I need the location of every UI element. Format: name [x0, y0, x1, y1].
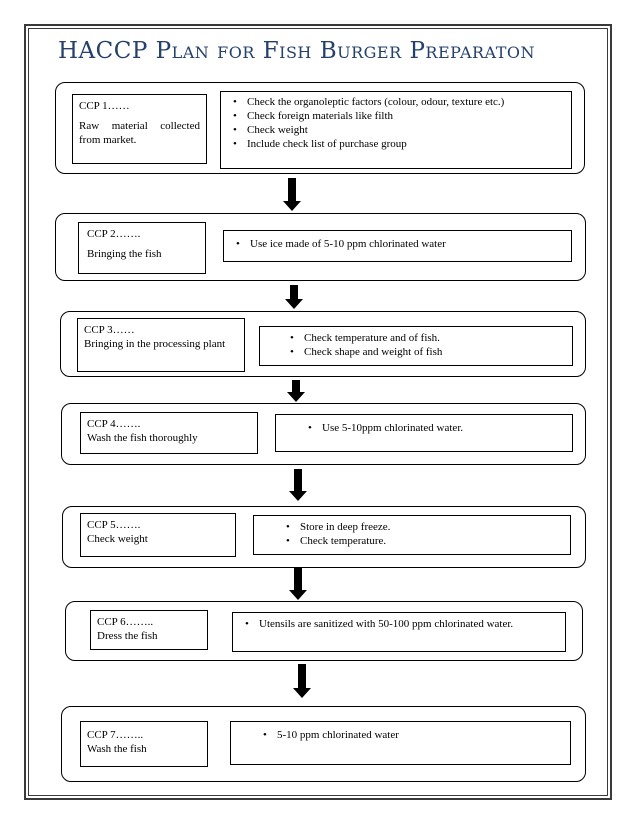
action-item: Check foreign materials like filth: [233, 109, 565, 123]
ccp-stage-1: CCP 1…… Raw material collected from mark…: [55, 82, 585, 174]
action-item: Include check list of purchase group: [233, 137, 565, 151]
down-arrow-icon: [289, 568, 307, 600]
ccp-box-7: CCP 7…….. Wash the fish: [80, 721, 208, 767]
ccp-stage-7: CCP 7…….. Wash the fish 5-10 ppm chlorin…: [61, 706, 586, 782]
page-border-inner: [28, 28, 608, 796]
action-item: Check shape and weight of fish: [290, 345, 566, 359]
actions-box-5: Store in deep freeze. Check temperature.: [253, 515, 571, 555]
action-item: Use ice made of 5-10 ppm chlorinated wat…: [236, 237, 565, 251]
ccp-label: CCP 5…….: [87, 519, 141, 531]
ccp-box-5: CCP 5……. Check weight: [80, 513, 236, 557]
page-title: HACCP Plan for Fish Burger Preparaton: [58, 38, 536, 64]
down-arrow-icon: [283, 178, 301, 211]
ccp-description: Wash the fish: [87, 743, 147, 755]
down-arrow-icon: [287, 380, 305, 402]
action-item: Check weight: [233, 123, 565, 137]
ccp-box-3: CCP 3…… Bringing in the processing plant: [77, 318, 245, 372]
actions-box-6: Utensils are sanitized with 50-100 ppm c…: [232, 612, 566, 652]
down-arrow-icon: [285, 285, 303, 309]
ccp-label: CCP 1……: [79, 100, 130, 112]
actions-box-1: Check the organoleptic factors (colour, …: [220, 91, 572, 169]
down-arrow-icon: [293, 664, 311, 698]
ccp-box-4: CCP 4……. Wash the fish thoroughly: [80, 412, 258, 454]
ccp-label: CCP 3……: [84, 324, 135, 336]
down-arrow-icon: [289, 469, 307, 501]
ccp-label: CCP 4…….: [87, 418, 141, 430]
action-item: Use 5-10ppm chlorinated water.: [308, 421, 566, 435]
action-item: Store in deep freeze.: [286, 520, 564, 534]
ccp-stage-3: CCP 3…… Bringing in the processing plant…: [60, 311, 586, 377]
ccp-label: CCP 6……..: [97, 616, 154, 628]
ccp-description: Check weight: [87, 533, 148, 545]
action-item: Check the organoleptic factors (colour, …: [233, 95, 565, 109]
actions-box-2: Use ice made of 5-10 ppm chlorinated wat…: [223, 230, 572, 262]
ccp-description: Bringing in the processing plant: [84, 338, 226, 350]
ccp-description: Dress the fish: [97, 630, 158, 642]
ccp-label: CCP 7……..: [87, 729, 144, 741]
action-item: Utensils are sanitized with 50-100 ppm c…: [245, 617, 535, 631]
ccp-box-1: CCP 1…… Raw material collected from mark…: [72, 94, 207, 164]
action-item: 5-10 ppm chlorinated water: [263, 728, 564, 742]
ccp-stage-6: CCP 6…….. Dress the fish Utensils are sa…: [65, 601, 583, 661]
ccp-description: Wash the fish thoroughly: [87, 432, 198, 444]
ccp-stage-2: CCP 2……. Bringing the fish Use ice made …: [55, 213, 586, 281]
ccp-description: Raw material collected from market.: [79, 120, 200, 146]
page-border-outer: [24, 24, 612, 800]
ccp-box-2: CCP 2……. Bringing the fish: [78, 222, 206, 274]
actions-box-7: 5-10 ppm chlorinated water: [230, 721, 571, 765]
action-item: Check temperature and of fish.: [290, 331, 566, 345]
actions-box-3: Check temperature and of fish. Check sha…: [259, 326, 573, 366]
ccp-description: Bringing the fish: [87, 248, 162, 260]
actions-box-4: Use 5-10ppm chlorinated water.: [275, 414, 573, 452]
ccp-label: CCP 2…….: [87, 228, 141, 240]
ccp-box-6: CCP 6…….. Dress the fish: [90, 610, 208, 650]
action-item: Check temperature.: [286, 534, 564, 548]
ccp-stage-5: CCP 5……. Check weight Store in deep free…: [62, 506, 586, 568]
ccp-stage-4: CCP 4……. Wash the fish thoroughly Use 5-…: [61, 403, 586, 465]
